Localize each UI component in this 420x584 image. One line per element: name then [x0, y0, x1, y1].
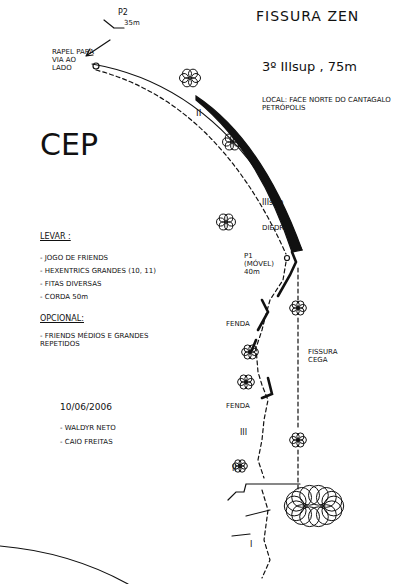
bush	[297, 301, 304, 308]
title: FISSURA ZEN	[256, 8, 359, 24]
heading: LEVAR :	[40, 232, 71, 241]
bush	[297, 433, 304, 440]
bush	[231, 134, 239, 142]
location: LOCAL: FACE NORTE DO CANTAGALO PETRÓPOLI…	[262, 96, 412, 112]
gear-item: - JOGO DE FRIENDS	[40, 254, 108, 262]
author: - WALDYR NETO	[60, 424, 116, 432]
feature-label: FENDA	[226, 320, 250, 328]
bushes	[180, 69, 344, 526]
ledge	[228, 484, 300, 536]
route-line	[256, 262, 286, 478]
heading: OPCIONAL:	[40, 314, 84, 323]
belay-label: P2	[118, 8, 128, 17]
author: - CAIO FREITAS	[60, 438, 113, 446]
length-label: 35m	[124, 19, 140, 27]
pitch-grade: III	[240, 428, 247, 437]
bush	[316, 487, 336, 507]
feature-label: FISSURA CEGA	[308, 348, 348, 364]
bush	[249, 345, 256, 352]
belay-label: P1 (MÓVEL) 40m	[244, 252, 282, 276]
route-line	[96, 70, 286, 254]
feature-label: DIEDRO	[262, 224, 290, 232]
bush	[239, 460, 245, 466]
gear-item: - FITAS DIVERSAS	[40, 280, 101, 288]
bush	[309, 485, 329, 505]
route-line	[262, 490, 270, 578]
gear-item: - CORDA 50m	[40, 293, 88, 301]
bush	[300, 507, 320, 527]
note: RAPEL PARA VIA AO LADO	[52, 48, 98, 72]
club-name: CEP	[40, 128, 98, 163]
ground-arc	[0, 546, 128, 584]
bush	[189, 69, 198, 78]
bush	[322, 491, 342, 511]
diedro-wedge	[196, 96, 302, 252]
pitch-grade: II	[196, 108, 201, 118]
pitch-grade: II	[232, 464, 237, 473]
feature-label: FENDA	[226, 402, 250, 410]
gear-item: - HEXENTRICS GRANDES (10, 11)	[40, 267, 156, 275]
anchor	[285, 256, 290, 261]
bush	[225, 214, 233, 222]
bush	[245, 375, 252, 382]
bush	[286, 491, 306, 511]
grade: 3º IIIsup , 75m	[262, 60, 357, 75]
gear-item: - FRIENDS MÉDIOS E GRANDES REPETIDOS	[40, 332, 158, 348]
pitch-grade: IIIsup	[262, 198, 283, 207]
anchor	[93, 63, 99, 69]
rappel-line	[104, 20, 124, 28]
date: 10/06/2006	[60, 402, 112, 412]
pitch-grade: I	[250, 540, 252, 549]
